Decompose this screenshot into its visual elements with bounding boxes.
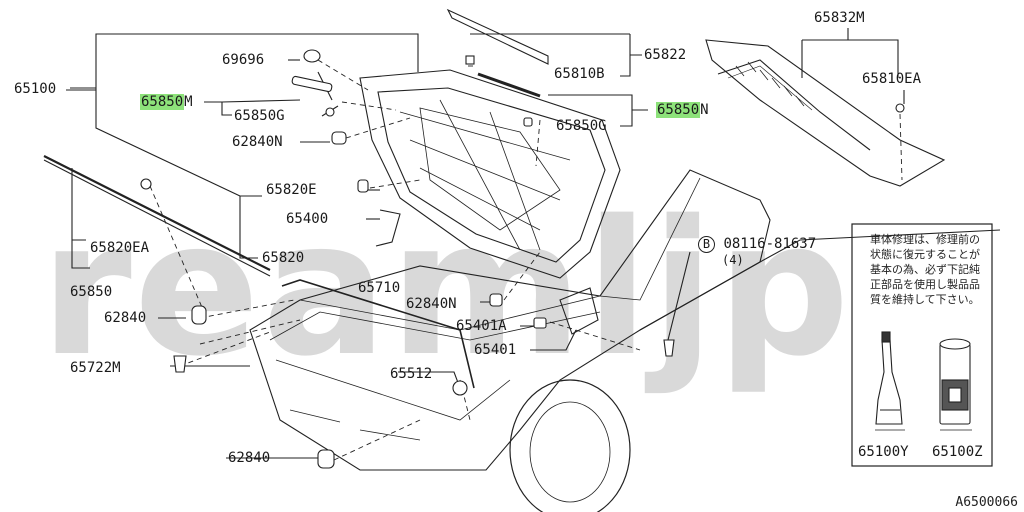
- part-65820e: [357, 179, 369, 193]
- label-65820ea[interactable]: 65820EA: [90, 240, 150, 256]
- label-65850n[interactable]: 65850N: [656, 102, 709, 118]
- label-65512[interactable]: 65512: [390, 366, 433, 382]
- label-65850n-suffix: N: [700, 102, 709, 118]
- bracket-65100: [95, 33, 419, 88]
- part-65401a: [533, 317, 547, 329]
- part-65512: [452, 380, 468, 396]
- bolt-symbol-icon: B: [698, 236, 715, 253]
- label-65850[interactable]: 65850: [70, 284, 113, 300]
- label-62840-bottom[interactable]: 62840: [228, 450, 271, 466]
- label-08116[interactable]: B 08116-81637: [698, 236, 816, 253]
- label-65100z[interactable]: 65100Z: [932, 444, 983, 460]
- part-62840-left: [191, 305, 207, 325]
- label-65832m[interactable]: 65832M: [814, 10, 865, 26]
- label-62840n-top[interactable]: 62840N: [232, 134, 283, 150]
- label-65722m[interactable]: 65722M: [70, 360, 121, 376]
- cowl-top-panel: [705, 39, 946, 187]
- label-65820e[interactable]: 65820E: [266, 182, 317, 198]
- label-65100y[interactable]: 65100Y: [858, 444, 909, 460]
- hood-lock: [559, 287, 599, 335]
- label-65850m[interactable]: 65850M: [140, 94, 193, 110]
- hood-panel: [359, 69, 621, 279]
- can-65100z: [939, 338, 971, 425]
- part-69696: [303, 49, 321, 63]
- label-65820[interactable]: 65820: [262, 250, 305, 266]
- label-65400[interactable]: 65400: [286, 211, 329, 227]
- front-wheel: [509, 379, 631, 512]
- part-65722m: [173, 355, 187, 373]
- hood-seal-strip: [43, 155, 271, 271]
- label-65401a[interactable]: 65401A: [456, 318, 507, 334]
- label-69696[interactable]: 69696: [222, 52, 265, 68]
- label-65850g-left[interactable]: 65850G: [234, 108, 285, 124]
- diagram-reference-id: A6500066: [955, 495, 1018, 510]
- label-65850m-number: 65850: [140, 94, 185, 110]
- repair-notice-text: 車体修理は、修理前の状態に復元することが基本の為、必ず下記純正部品を使用し製品品…: [870, 233, 980, 306]
- label-08116-number: 08116-81637: [723, 236, 817, 252]
- part-62840n-mid: [489, 293, 503, 307]
- part-65820ea: [140, 178, 152, 190]
- label-65401[interactable]: 65401: [474, 342, 517, 358]
- label-65810ea[interactable]: 65810EA: [862, 71, 922, 87]
- label-65100[interactable]: 65100: [14, 81, 57, 97]
- label-65822[interactable]: 65822: [644, 47, 687, 63]
- label-65850g-right[interactable]: 65850G: [556, 118, 607, 134]
- label-65710[interactable]: 65710: [358, 280, 401, 296]
- label-65850m-suffix: M: [184, 94, 193, 110]
- part-65810ea: [895, 103, 905, 113]
- part-65850m: [291, 75, 333, 93]
- tube-65100y: [875, 331, 903, 425]
- part-65810b-clip: [465, 55, 475, 65]
- part-62840-bottom: [317, 449, 335, 469]
- repair-notice-box: [851, 223, 993, 467]
- label-62840n-mid[interactable]: 62840N: [406, 296, 457, 312]
- part-65850g-right: [523, 117, 533, 127]
- hood-stay-rod: [281, 279, 475, 389]
- watermark: reamljp: [40, 180, 852, 397]
- part-62840n-top: [331, 131, 347, 145]
- label-08116-qty: (4): [722, 253, 744, 267]
- part-08116-bolt: [663, 339, 675, 357]
- label-62840-left[interactable]: 62840: [104, 310, 147, 326]
- label-65810b[interactable]: 65810B: [554, 66, 605, 82]
- hood-front-trim: [446, 8, 549, 65]
- part-65850g-left: [325, 107, 335, 117]
- label-65850n-number: 65850: [656, 102, 701, 118]
